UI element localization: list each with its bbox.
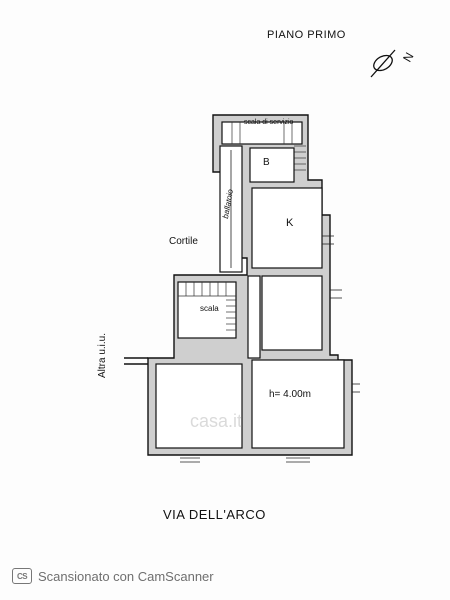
room-middle: [261, 275, 323, 351]
corridor: [247, 275, 261, 359]
service-stair: [221, 121, 306, 171]
watermark: casa.it: [190, 411, 243, 431]
room-k-label: K: [286, 217, 294, 229]
other-unit-label: Altra u.i.u.: [97, 332, 108, 378]
unit-boundary: [124, 357, 148, 365]
room-lower-right: [251, 359, 345, 449]
room-lower-left: [155, 363, 243, 449]
north-arrow-icon: [370, 49, 396, 78]
main-stair: [177, 281, 237, 339]
stair-top-label: scala di servizio: [244, 119, 294, 126]
floor-title: PIANO PRIMO: [267, 29, 346, 41]
height-label: h= 4.00m: [269, 389, 311, 400]
scanner-text: Scansionato con CamScanner: [38, 568, 214, 584]
room-b: [249, 147, 295, 183]
stair-main-label: scala: [200, 304, 219, 313]
window-marks: [180, 235, 360, 463]
room-k: [251, 187, 323, 269]
camscanner-logo-icon: CS: [12, 568, 32, 584]
street-name: VIA DELL'ARCO: [163, 507, 266, 522]
courtyard-label: Cortile: [169, 236, 198, 247]
balcony-strip: [219, 145, 243, 273]
room-b-label: B: [263, 157, 270, 168]
scanner-footer: CS Scansionato con CamScanner: [0, 562, 450, 590]
